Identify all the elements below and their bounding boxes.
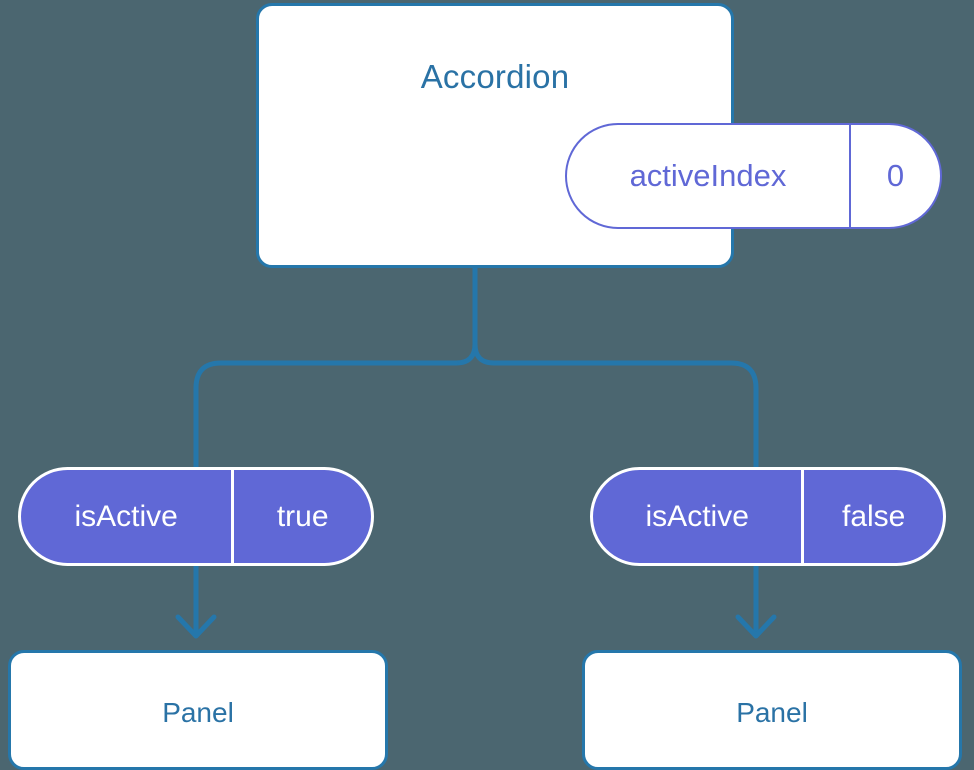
prop-chip-isactive-true-key: isActive [74, 499, 178, 533]
arrow-head-down-icon-left [175, 614, 217, 639]
arrow-head-down-icon-right [735, 614, 777, 639]
edge-branch-left [193, 360, 459, 470]
edge-root-stem-right [472, 341, 497, 366]
prop-chip-isactive-false[interactable]: isActive false [590, 467, 946, 566]
node-panel-left[interactable]: Panel [8, 650, 388, 770]
edge-root-stem [453, 265, 478, 366]
node-accordion[interactable]: Accordion activeIndex 0 [256, 3, 942, 268]
prop-chip-activeindex-value: 0 [848, 125, 940, 227]
node-panel-right-label: Panel [736, 697, 808, 728]
prop-chip-isactive-false-value: false [801, 470, 943, 563]
prop-chip-activeindex-key: activeIndex [629, 158, 787, 193]
node-panel-right[interactable]: Panel [582, 650, 962, 770]
node-accordion-label: Accordion [420, 58, 570, 95]
prop-chip-isactive-true[interactable]: isActive true [18, 467, 374, 566]
prop-chip-isactive-false-key: isActive [645, 499, 749, 533]
prop-chip-activeindex[interactable]: activeIndex 0 [565, 123, 942, 229]
edge-branch-right [491, 360, 759, 470]
node-panel-left-label: Panel [162, 697, 234, 728]
prop-chip-isactive-true-value: true [231, 470, 371, 563]
